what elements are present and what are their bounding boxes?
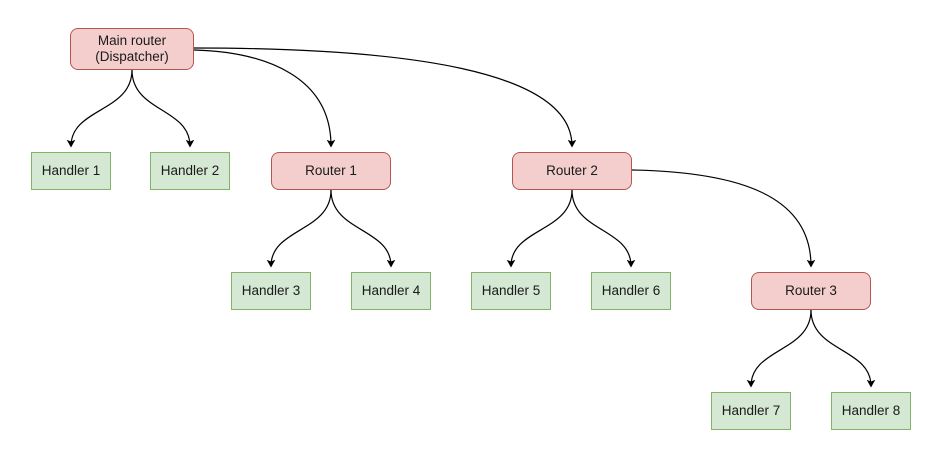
node-label-handler-3: Handler 3 — [241, 282, 301, 298]
node-label-router-2: Router 2 — [546, 162, 598, 178]
node-label-router-1: Router 1 — [305, 162, 357, 178]
node-handler-5[interactable]: Handler 5 — [471, 272, 551, 310]
edge-router-2-to-handler-5 — [506, 189, 573, 268]
edge-main-router-to-handler-2 — [131, 69, 195, 148]
edge-router-2-to-handler-6 — [571, 189, 636, 268]
node-handler-6[interactable]: Handler 6 — [591, 272, 671, 310]
node-label-router-3: Router 3 — [785, 282, 837, 298]
node-label-handler-5: Handler 5 — [481, 282, 541, 298]
node-router-3[interactable]: Router 3 — [751, 272, 871, 310]
node-router-2[interactable]: Router 2 — [512, 152, 632, 190]
edge-router-2-to-router-3 — [631, 169, 816, 268]
node-router-1[interactable]: Router 1 — [271, 152, 391, 190]
node-handler-8[interactable]: Handler 8 — [831, 392, 911, 430]
edge-router-3-to-handler-8 — [810, 309, 876, 388]
edge-main-router-to-handler-1 — [66, 69, 133, 148]
edge-router-1-to-handler-3 — [266, 189, 332, 268]
edge-router-1-to-handler-4 — [330, 189, 396, 268]
node-label-main-router: Main router (Dispatcher) — [95, 32, 169, 64]
node-handler-1[interactable]: Handler 1 — [31, 152, 111, 190]
node-label-handler-8: Handler 8 — [841, 402, 901, 418]
node-label-handler-4: Handler 4 — [361, 282, 421, 298]
node-handler-7[interactable]: Handler 7 — [711, 392, 791, 430]
edge-main-router-to-router-1 — [193, 49, 336, 148]
node-handler-4[interactable]: Handler 4 — [351, 272, 431, 310]
node-main-router[interactable]: Main router (Dispatcher) — [70, 28, 194, 70]
edge-main-router-to-router-2 — [193, 47, 577, 148]
node-handler-2[interactable]: Handler 2 — [150, 152, 230, 190]
edges-group — [66, 47, 876, 388]
node-label-handler-7: Handler 7 — [721, 402, 781, 418]
node-label-handler-1: Handler 1 — [41, 162, 101, 178]
node-label-handler-6: Handler 6 — [601, 282, 661, 298]
node-label-handler-2: Handler 2 — [160, 162, 220, 178]
node-handler-3[interactable]: Handler 3 — [231, 272, 311, 310]
edge-router-3-to-handler-7 — [746, 309, 812, 388]
